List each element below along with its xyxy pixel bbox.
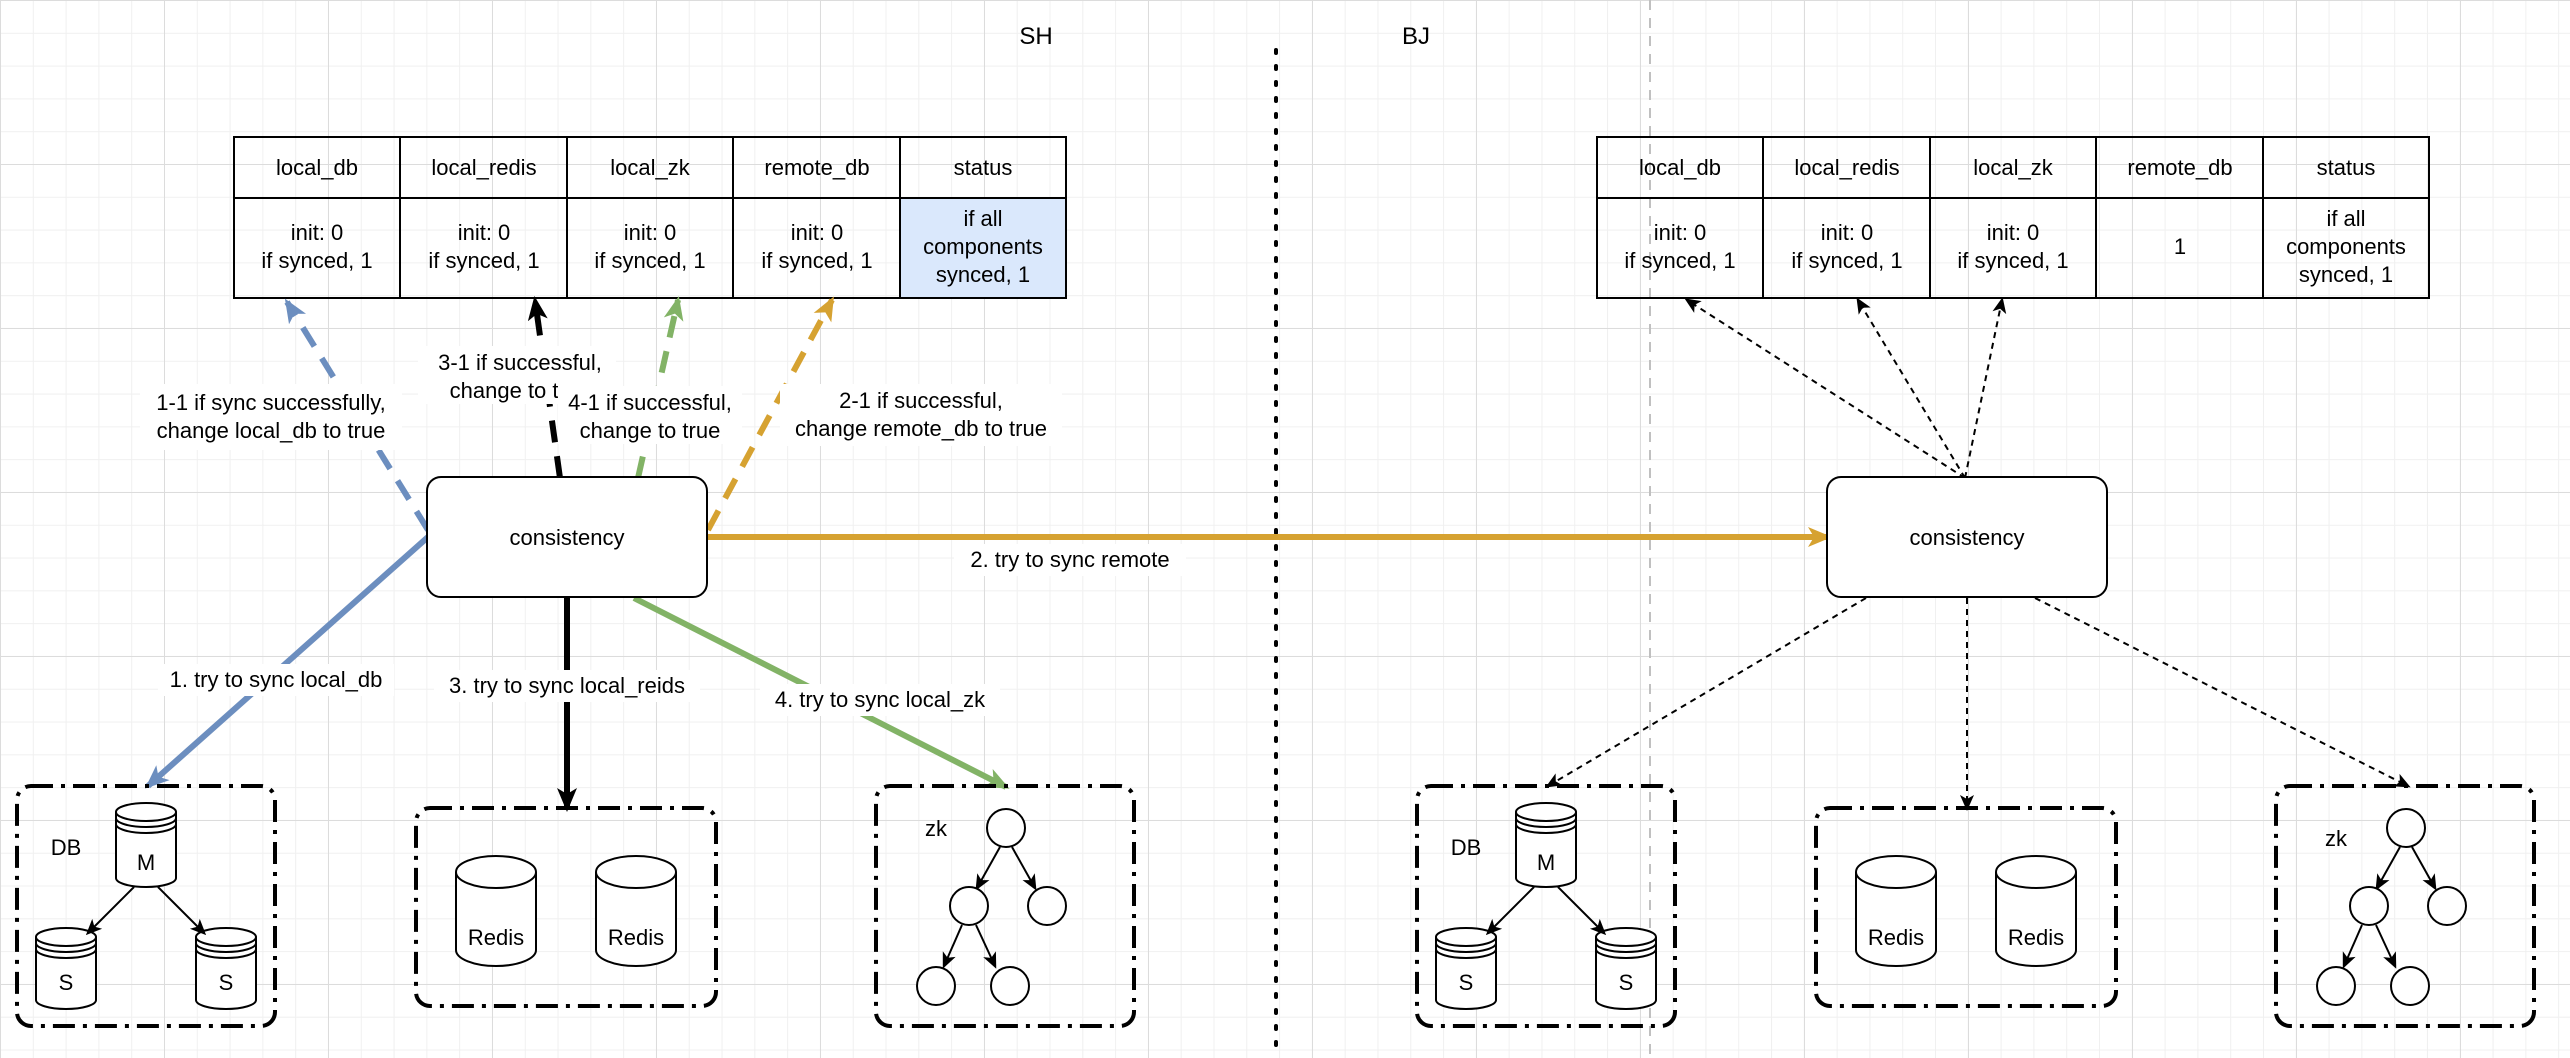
bj-cell-remote-db: 1 — [2174, 234, 2186, 259]
sh-redis-group: Redis Redis — [414, 806, 718, 1008]
sh-cell-status-l2: components — [923, 234, 1043, 259]
redis-icon-2 — [1995, 855, 2077, 967]
sh-header-local-zk: local_zk — [610, 155, 690, 180]
bj-cell-status-l3: synced, 1 — [2299, 262, 2393, 287]
redis-icon-1 — [1855, 855, 1937, 967]
sh-status-cell-highlight — [900, 198, 1066, 298]
sh-zk-group-label: zk — [925, 816, 948, 841]
region-label-sh: SH — [1019, 23, 1052, 50]
sh-zk-group: zk — [874, 784, 1136, 1028]
bj-consistency-node: consistency — [1826, 476, 2108, 598]
bj-status-table: local_db local_redis local_zk remote_db … — [1596, 136, 2430, 299]
database-icon-slave-1 — [35, 927, 97, 1010]
bj-db-group-label: DB — [1451, 835, 1482, 860]
sh-status-table: local_db local_redis local_zk remote_db … — [233, 136, 1067, 299]
svg-text:Redis: Redis — [1868, 925, 1924, 950]
region-label-bj: BJ — [1402, 23, 1430, 50]
label-sync-remote: 2. try to sync remote — [954, 544, 1186, 576]
label-update-local-db: 1-1 if sync successfully, change local_d… — [140, 384, 402, 450]
bj-cell-status-l1: if all — [2326, 206, 2365, 231]
redis-icon-2 — [595, 855, 677, 967]
svg-text:1-1 if sync successfully,: 1-1 if sync successfully, — [156, 390, 385, 415]
bj-consistency-label: consistency — [1910, 525, 2025, 550]
sh-cell-status-l3: synced, 1 — [936, 262, 1030, 287]
database-icon-master — [1515, 802, 1577, 888]
svg-text:M: M — [1537, 850, 1555, 875]
svg-text:2-1 if successful,: 2-1 if successful, — [839, 388, 1003, 413]
zk-tree-icon — [916, 808, 1067, 1006]
sh-cell-remote-db-l1: init: 0 — [791, 220, 844, 245]
bj-header-local-redis: local_redis — [1794, 155, 1899, 180]
svg-text:3. try to sync local_reids: 3. try to sync local_reids — [449, 673, 685, 698]
arrow-sync-local-db — [145, 534, 430, 789]
svg-text:2. try to sync remote: 2. try to sync remote — [970, 547, 1169, 572]
sh-header-local-db: local_db — [276, 155, 358, 180]
svg-text:S: S — [1619, 970, 1634, 995]
sh-db-group: DB M S S — [15, 784, 277, 1028]
bj-db-group: DB M S S — [1415, 784, 1677, 1028]
sh-cell-local-zk-l1: init: 0 — [624, 220, 677, 245]
bj-cell-status-l2: components — [2286, 234, 2406, 259]
svg-text:Redis: Redis — [608, 925, 664, 950]
bj-cell-local-zk-l2: if synced, 1 — [1957, 248, 2068, 273]
bj-cell-local-zk-l1: init: 0 — [1987, 220, 2040, 245]
label-update-remote-db: 2-1 if successful, change remote_db to t… — [780, 384, 1062, 446]
bj-redis-group: Redis Redis — [1814, 806, 2118, 1008]
zk-tree-icon — [2316, 808, 2467, 1006]
sh-consistency-node: consistency — [426, 476, 708, 598]
label-sync-local-db: 1. try to sync local_db — [158, 664, 394, 696]
bj-header-status: status — [2317, 155, 2376, 180]
svg-text:1. try to sync local_db: 1. try to sync local_db — [170, 667, 383, 692]
database-icon-slave-1 — [1435, 927, 1497, 1010]
arrow-update-local-db — [284, 298, 431, 532]
database-icon-slave-2 — [1595, 927, 1657, 1010]
sh-header-remote-db: remote_db — [764, 155, 869, 180]
redis-icon-1 — [455, 855, 537, 967]
svg-text:4-1 if successful,: 4-1 if successful, — [568, 390, 732, 415]
svg-text:M: M — [137, 850, 155, 875]
label-update-local-zk: 4-1 if successful, change to true — [558, 386, 742, 444]
bj-header-local-db: local_db — [1639, 155, 1721, 180]
svg-text:Redis: Redis — [468, 925, 524, 950]
label-sync-local-redis: 3. try to sync local_reids — [434, 670, 700, 702]
svg-text:4. try to sync local_zk: 4. try to sync local_zk — [775, 687, 986, 712]
bj-cell-local-db-l2: if synced, 1 — [1624, 248, 1735, 273]
database-icon-slave-2 — [195, 927, 257, 1010]
sh-header-local-redis: local_redis — [431, 155, 536, 180]
svg-text:S: S — [59, 970, 74, 995]
bj-zk-group: zk — [2274, 784, 2536, 1028]
sh-cell-local-db-l1: init: 0 — [291, 220, 344, 245]
bj-header-local-zk: local_zk — [1973, 155, 2053, 180]
bj-cell-local-redis-l1: init: 0 — [1821, 220, 1874, 245]
database-icon-master — [115, 802, 177, 888]
sh-cell-local-redis-l2: if synced, 1 — [428, 248, 539, 273]
svg-text:S: S — [219, 970, 234, 995]
svg-text:change to true: change to true — [580, 418, 721, 443]
label-sync-local-zk: 4. try to sync local_zk — [760, 684, 1000, 716]
sh-cell-status-l1: if all — [963, 206, 1002, 231]
bj-cell-local-db-l1: init: 0 — [1654, 220, 1707, 245]
bj-zk-group-label: zk — [2325, 826, 2348, 851]
sh-cell-local-redis-l1: init: 0 — [458, 220, 511, 245]
sh-cell-local-db-l2: if synced, 1 — [261, 248, 372, 273]
sh-consistency-label: consistency — [510, 525, 625, 550]
svg-text:3-1 if successful,: 3-1 if successful, — [438, 350, 602, 375]
sh-db-group-label: DB — [51, 835, 82, 860]
svg-text:S: S — [1459, 970, 1474, 995]
arrow-update-remote-db — [705, 296, 835, 532]
svg-text:change local_db to true: change local_db to true — [157, 418, 386, 443]
svg-text:Redis: Redis — [2008, 925, 2064, 950]
sh-cell-local-zk-l2: if synced, 1 — [594, 248, 705, 273]
bj-consistency-arrows — [1545, 297, 2411, 811]
bj-cell-local-redis-l2: if synced, 1 — [1791, 248, 1902, 273]
sh-header-status: status — [954, 155, 1013, 180]
svg-text:change remote_db to true: change remote_db to true — [795, 416, 1047, 441]
sh-cell-remote-db-l2: if synced, 1 — [761, 248, 872, 273]
bj-header-remote-db: remote_db — [2127, 155, 2232, 180]
